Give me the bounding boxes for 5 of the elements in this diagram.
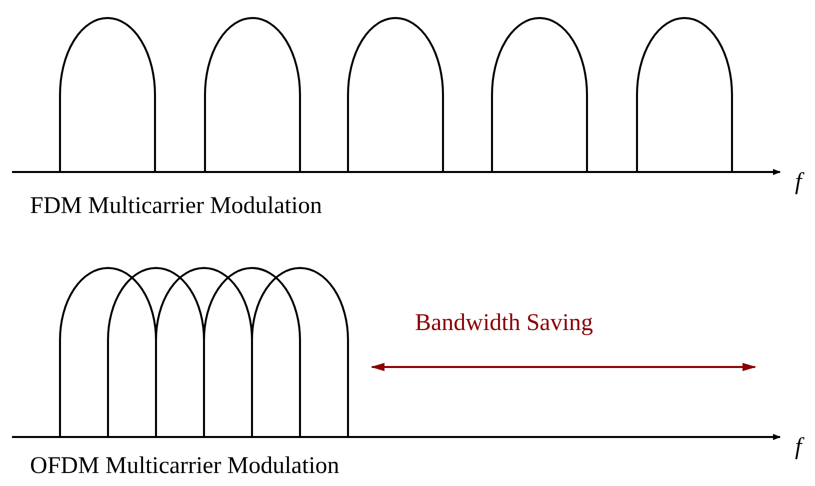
axis-label: f: [795, 433, 802, 461]
dimension-label: Bandwidth Saving: [415, 309, 593, 337]
caption-text: FDM Multicarrier Modulation: [30, 192, 322, 220]
caption-text: OFDM Multicarrier Modulation: [30, 452, 340, 480]
axis-label: f: [795, 168, 802, 196]
